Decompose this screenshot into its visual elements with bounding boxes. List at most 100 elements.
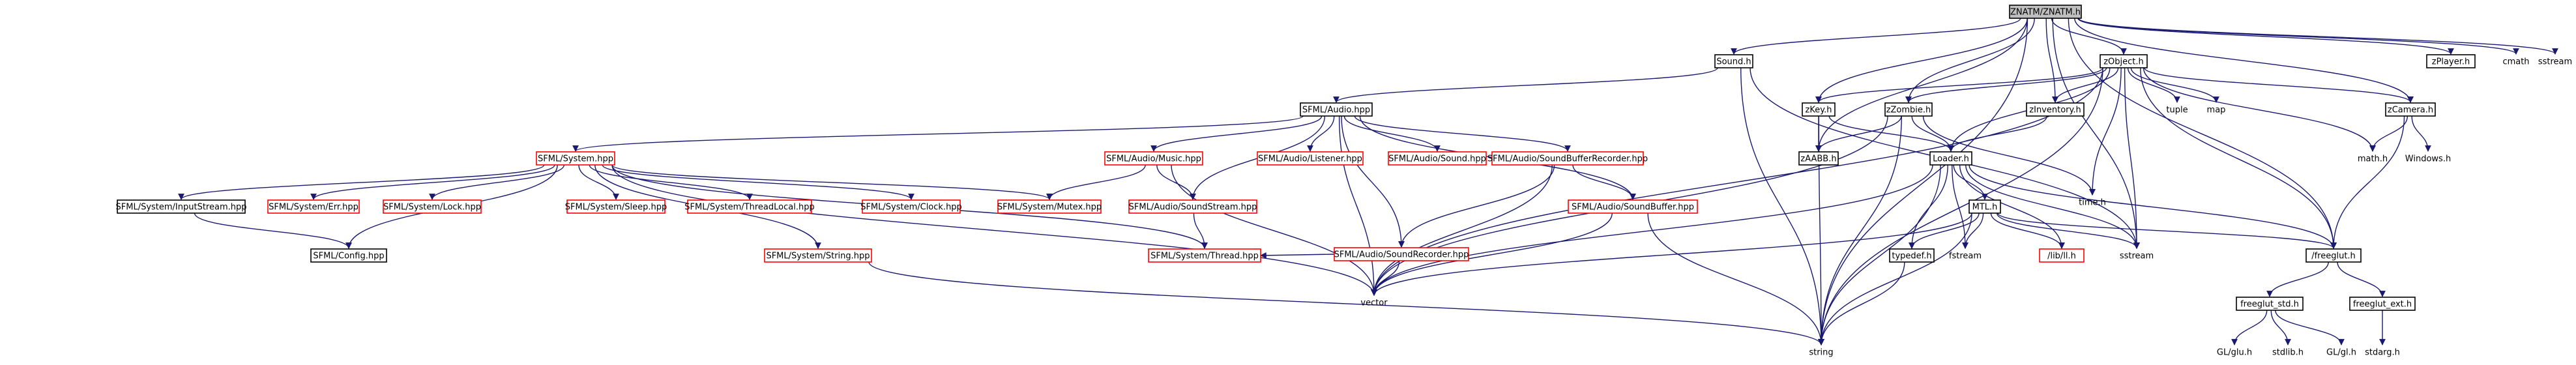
include-edge-znatm-to-sstream_mid — [2052, 18, 2140, 249]
include-edge-sfml_soundbuffer-to-string — [1647, 212, 1824, 345]
node-sfml_soundstream: SFML/Audio/SoundStream.hpp — [1128, 199, 1257, 214]
node-label-sfml_soundrecorder: SFML/Audio/SoundRecorder.hpp — [1334, 250, 1469, 260]
include-edge-zobject-to-sstream_mid — [2124, 67, 2140, 249]
include-edge-loader-to-mtl — [1953, 164, 1988, 200]
include-edge-znatm-to-zinventory — [2045, 18, 2058, 103]
node-box-sfml_audio — [1300, 102, 1373, 117]
include-edge-zzombie-to-zaabb — [1815, 115, 1902, 152]
node-fstream: fstream — [1949, 252, 1982, 261]
node-box-sfml_threadlocal — [687, 199, 812, 214]
node-zzombie[interactable]: zZombie.h — [1884, 102, 1933, 117]
node-label-zinventory: zInventory.h — [2029, 106, 2081, 115]
node-sfml_sleep: SFML/System/Sleep.hpp — [565, 199, 667, 214]
include-edge-loader-to-vector — [1371, 164, 1933, 296]
node-sfml_soundbuffer: SFML/Audio/SoundBuffer.hpp — [1568, 199, 1698, 214]
include-edge-sfml_audio_sbrec-to-sfml_soundrecorder — [1398, 164, 1555, 248]
include-edge-freeglut-to-freeglut_std — [2266, 261, 2329, 297]
node-time: time.h — [2079, 198, 2106, 208]
node-sfml_audio_sound: SFML/Audio/Sound.hpp — [1388, 151, 1487, 166]
node-label-libll: /lib/ll.h — [2047, 252, 2076, 261]
node-box-sfml_mutex — [997, 199, 1102, 214]
node-sfml_clock: SFML/System/Clock.hpp — [860, 199, 962, 214]
include-edge-sound-to-string — [1740, 67, 1824, 345]
include-edge-sfml_audio_music-to-vector — [1171, 164, 1377, 296]
include-edge-zcamera-to-freeglut — [2330, 115, 2405, 249]
node-zcamera[interactable]: zCamera.h — [2385, 102, 2436, 117]
node-znatm[interactable]: ZNATM/ZNATM.h — [2009, 5, 2082, 19]
node-freeglut[interactable]: /freeglut.h — [2305, 248, 2362, 263]
node-loader[interactable]: Loader.h — [1929, 151, 1972, 166]
node-label-sound: Sound.h — [1716, 57, 1751, 67]
include-edge-zobject-to-tuple — [2127, 67, 2180, 103]
include-edge-sound-to-sfml_audio — [1333, 67, 1718, 103]
node-label-zzombie: zZombie.h — [1886, 106, 1931, 115]
node-label-sfml_audio_music: SFML/Audio/Music.hpp — [1106, 154, 1201, 164]
include-edge-znatm-to-zobject — [2051, 18, 2127, 55]
node-label-vector: vector — [1360, 299, 1388, 308]
include-edge-sfml_soundrecorder-to-sfml_thread — [1260, 252, 1335, 259]
node-box-libll — [2039, 248, 2085, 263]
node-sfml_err: SFML/System/Err.hpp — [267, 199, 360, 214]
node-string: string — [1809, 348, 1833, 358]
node-mtl[interactable]: MTL.h — [1969, 199, 2001, 214]
node-sfml_soundrecorder: SFML/Audio/SoundRecorder.hpp — [1334, 247, 1469, 261]
include-edge-zobject-to-zkey — [1815, 67, 2103, 103]
node-libll: /lib/ll.h — [2039, 248, 2085, 263]
include-edge-zobject-to-freeglut — [2140, 67, 2337, 249]
node-sfml_audio[interactable]: SFML/Audio.hpp — [1300, 102, 1373, 117]
node-zaabb[interactable]: zAABB.h — [1798, 151, 1839, 166]
node-box-sfml_config — [310, 248, 387, 263]
include-edge-zkey-to-loader — [1828, 115, 1954, 152]
node-math: math.h — [2358, 154, 2388, 164]
node-sfml_audio_music: SFML/Audio/Music.hpp — [1104, 151, 1203, 166]
node-label-zaabb: zAABB.h — [1800, 154, 1836, 164]
node-box-freeglut — [2305, 248, 2362, 263]
node-sfml_mutex: SFML/System/Mutex.hpp — [997, 199, 1102, 214]
node-box-sfml_inputstream — [117, 199, 246, 214]
node-box-freeglut_ext — [2349, 297, 2416, 311]
node-typedef[interactable]: typedef.h — [1889, 248, 1935, 263]
node-zobject[interactable]: zObject.h — [2100, 54, 2148, 68]
node-label-sfml_clock: SFML/System/Clock.hpp — [860, 203, 962, 212]
node-box-zplayer — [2426, 54, 2476, 68]
node-label-sstream_top: sstream — [2538, 57, 2572, 67]
node-map: map — [2207, 106, 2226, 115]
node-sfml_system: SFML/System.hpp — [536, 151, 615, 166]
node-zplayer[interactable]: zPlayer.h — [2426, 54, 2476, 68]
node-zkey[interactable]: zKey.h — [1802, 102, 1836, 117]
node-label-sstream_mid: sstream — [2120, 252, 2154, 261]
node-zinventory[interactable]: zInventory.h — [2026, 102, 2085, 117]
include-edge-zcamera-to-windows — [2411, 115, 2431, 152]
include-edge-mtl-to-libll — [1990, 212, 2065, 249]
node-label-sfml_thread: SFML/System/Thread.hpp — [1150, 252, 1259, 261]
node-label-string: string — [1809, 348, 1833, 358]
node-label-sfml_sleep: SFML/System/Sleep.hpp — [565, 203, 667, 212]
node-tuple: tuple — [2166, 106, 2188, 115]
node-sfml_inputstream[interactable]: SFML/System/InputStream.hpp — [116, 199, 247, 214]
node-box-sfml_audio_listener — [1257, 151, 1364, 166]
node-freeglut_std[interactable]: freeglut_std.h — [2236, 297, 2304, 311]
node-label-freeglut_std: freeglut_std.h — [2240, 300, 2299, 310]
node-freeglut_ext[interactable]: freeglut_ext.h — [2349, 297, 2416, 311]
node-label-stdlib: stdlib.h — [2272, 348, 2304, 358]
include-edge-sfml_audio-to-sfml_system — [572, 115, 1304, 152]
include-edge-freeglut_std-to-gl — [2275, 310, 2345, 345]
include-edge-zzombie-to-string — [1818, 115, 1902, 345]
node-box-typedef — [1889, 248, 1935, 263]
node-box-sfml_string — [764, 248, 872, 263]
include-edge-zobject-to-math — [2143, 67, 2376, 152]
node-sstream_top: sstream — [2538, 57, 2572, 67]
node-box-znatm — [2009, 5, 2082, 19]
node-label-sfml_audio_sound: SFML/Audio/Sound.hpp — [1388, 154, 1486, 164]
include-edge-loader-to-libll — [1959, 164, 2065, 249]
include-edge-loader-to-string — [1818, 164, 1941, 345]
include-edge-sfml_inputstream-to-sfml_config — [194, 212, 352, 249]
include-edge-sfml_string-to-string — [868, 261, 1824, 345]
node-stdlib: stdlib.h — [2272, 348, 2304, 358]
node-sound[interactable]: Sound.h — [1714, 54, 1753, 68]
include-edge-sfml_system-to-sfml_sleep — [578, 164, 619, 200]
include-edge-znatm-to-string — [1818, 18, 2028, 345]
node-label-sfml_audio: SFML/Audio.hpp — [1302, 106, 1370, 115]
node-label-sfml_system: SFML/System.hpp — [538, 154, 613, 164]
node-sfml_config[interactable]: SFML/Config.hpp — [310, 248, 387, 263]
